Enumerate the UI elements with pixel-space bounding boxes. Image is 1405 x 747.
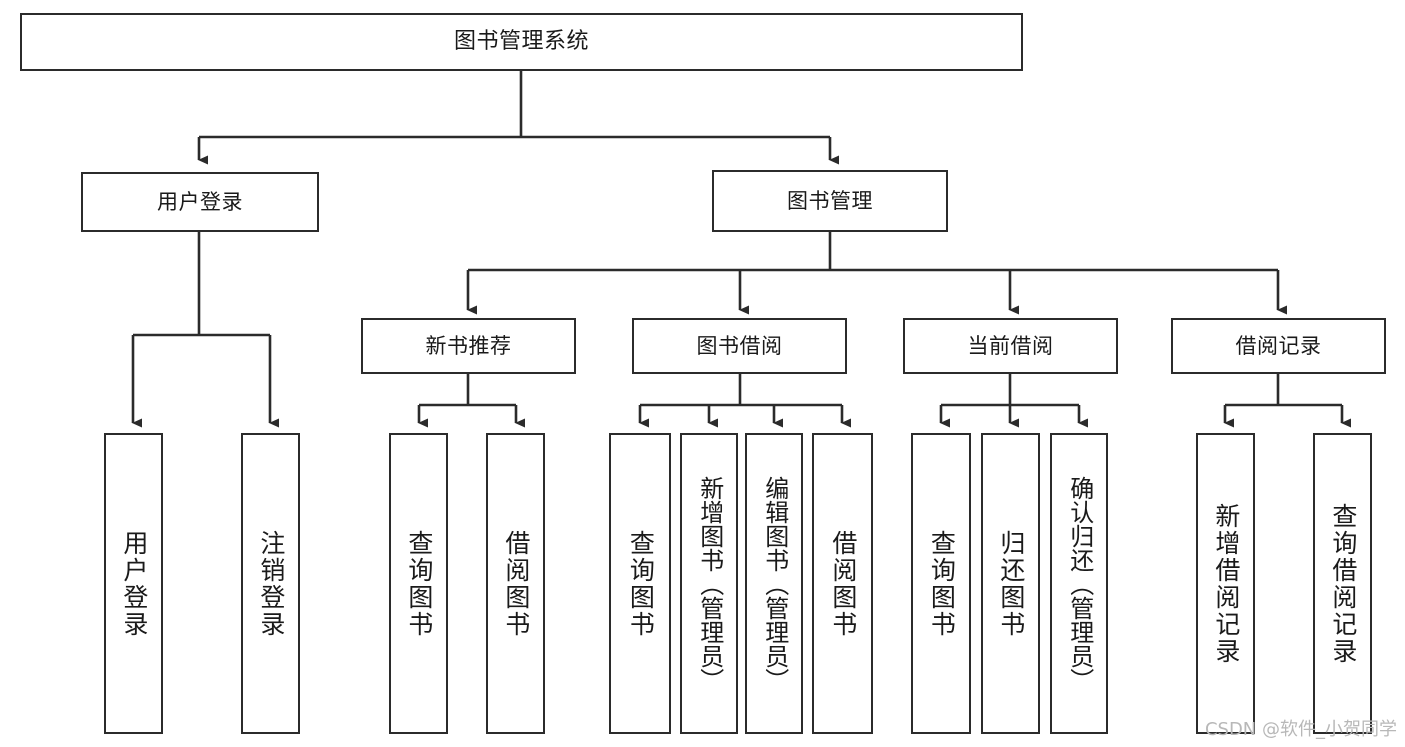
node-leaf-edit-book-admin[interactable]: 编辑图书（管理员） <box>745 433 803 734</box>
node-label: 新增借阅记录 <box>1211 502 1241 665</box>
node-label: 查询图书 <box>927 529 957 638</box>
node-leaf-query-book-1[interactable]: 查询图书 <box>389 433 448 734</box>
node-label: 图书借阅 <box>696 333 783 358</box>
node-label: 用户登录 <box>119 529 149 638</box>
node-leaf-borrow-book-2[interactable]: 借阅图书 <box>812 433 873 734</box>
node-root-system[interactable]: 图书管理系统 <box>20 13 1023 71</box>
node-label: 借阅记录 <box>1235 333 1322 358</box>
node-label: 查询借阅记录 <box>1328 502 1358 665</box>
node-label: 图书管理 <box>787 188 873 213</box>
node-leaf-add-book-admin[interactable]: 新增图书（管理员） <box>680 433 738 734</box>
node-label: 查询图书 <box>404 529 434 638</box>
node-leaf-add-borrow-record[interactable]: 新增借阅记录 <box>1196 433 1255 734</box>
node-current-borrow[interactable]: 当前借阅 <box>903 318 1118 374</box>
node-leaf-user-login[interactable]: 用户登录 <box>104 433 163 734</box>
node-borrow-record[interactable]: 借阅记录 <box>1171 318 1386 374</box>
node-book-borrow[interactable]: 图书借阅 <box>632 318 847 374</box>
node-label: 确认归还（管理员） <box>1065 475 1094 692</box>
node-label: 编辑图书（管理员） <box>760 475 789 692</box>
node-user-login[interactable]: 用户登录 <box>81 172 319 232</box>
node-label: 借阅图书 <box>501 529 531 638</box>
node-leaf-borrow-book-1[interactable]: 借阅图书 <box>486 433 545 734</box>
node-label: 借阅图书 <box>828 529 858 638</box>
node-new-book-recommend[interactable]: 新书推荐 <box>361 318 576 374</box>
node-label: 查询图书 <box>626 529 656 638</box>
node-label: 用户登录 <box>157 189 243 214</box>
node-label: 归还图书 <box>996 529 1026 638</box>
node-leaf-return-book[interactable]: 归还图书 <box>981 433 1040 734</box>
node-label: 注销登录 <box>256 529 286 638</box>
node-label: 当前借阅 <box>967 333 1054 358</box>
node-book-management[interactable]: 图书管理 <box>712 170 948 232</box>
node-label: 新书推荐 <box>425 333 512 358</box>
node-leaf-query-borrow-record[interactable]: 查询借阅记录 <box>1313 433 1372 734</box>
csdn-watermark: CSDN @软件_小贺同学 <box>1204 719 1397 740</box>
node-leaf-logout[interactable]: 注销登录 <box>241 433 300 734</box>
node-leaf-confirm-return-admin[interactable]: 确认归还（管理员） <box>1050 433 1108 734</box>
node-label: 新增图书（管理员） <box>695 475 724 692</box>
node-label: 图书管理系统 <box>453 29 589 55</box>
node-leaf-query-book-3[interactable]: 查询图书 <box>911 433 971 734</box>
node-leaf-query-book-2[interactable]: 查询图书 <box>609 433 671 734</box>
